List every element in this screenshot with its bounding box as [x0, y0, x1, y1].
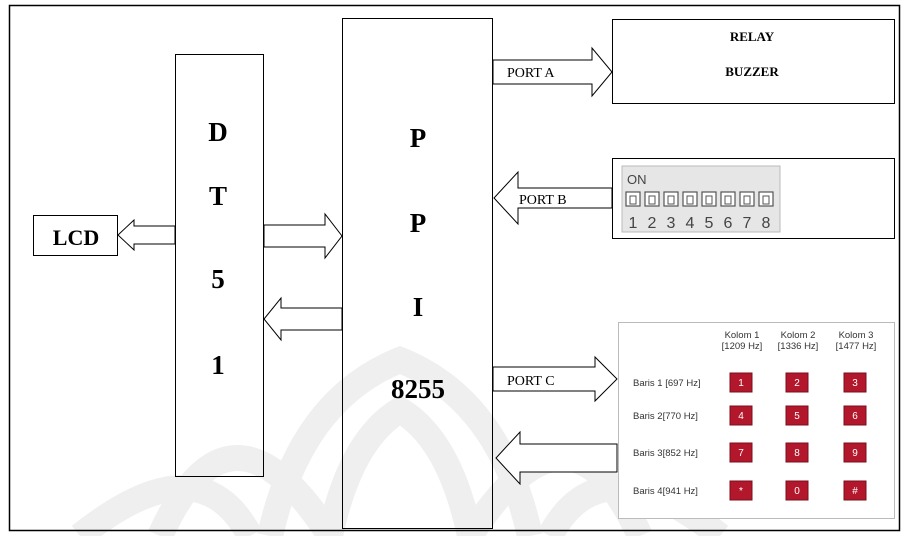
relay-label: RELAY [730, 29, 775, 44]
dip-switch-number: 7 [743, 215, 752, 232]
dip-switch-lever [649, 196, 655, 204]
keypad-key-label: 1 [738, 378, 744, 389]
keypad-key-label: 2 [794, 378, 800, 389]
dip-switch-number: 2 [648, 215, 657, 232]
dip-switch-number: 6 [724, 215, 733, 232]
keypad-key-label: 8 [794, 448, 800, 459]
keypad-key-label: # [852, 486, 858, 497]
keypad-column-freq: [1209 Hz] [722, 341, 763, 352]
ppi-chip-number: 8255 [391, 374, 445, 404]
dt51-letter-5: 5 [211, 264, 225, 294]
keypad-key-label: 0 [794, 486, 800, 497]
dip-switch-number: 4 [686, 215, 695, 232]
dip-switch-lever [630, 196, 636, 204]
keypad-column-name: Kolom 1 [725, 330, 760, 341]
keypad-key-label: 3 [852, 378, 858, 389]
keypad-key-label: 4 [738, 411, 744, 422]
dip-on-label: ON [627, 172, 647, 187]
dip-switch-lever [763, 196, 769, 204]
keypad-row-label: Baris 4[941 Hz] [633, 486, 698, 497]
dip-switch-number: 3 [667, 215, 676, 232]
ppi-letter-i: I [413, 292, 424, 322]
keypad-column-freq: [1477 Hz] [836, 341, 877, 352]
keypad-key-label: 7 [738, 448, 744, 459]
keypad-key-label: 6 [852, 411, 858, 422]
lcd-label: LCD [53, 225, 99, 250]
keypad-column-name: Kolom 3 [839, 330, 874, 341]
arrow-dt51-to-lcd [118, 220, 175, 250]
dip-switch-number: 1 [629, 215, 638, 232]
dt51-letter-1: 1 [211, 350, 225, 380]
dip-switch-lever [668, 196, 674, 204]
ppi-letter-p1: P [410, 123, 427, 153]
keypad-column-name: Kolom 2 [781, 330, 816, 341]
arrow-ppi-to-dt51 [264, 298, 342, 340]
dip-switch-lever [687, 196, 693, 204]
dip-switch-number: 5 [705, 215, 714, 232]
dt51-letter-t: T [209, 181, 227, 211]
dip-switch-number: 8 [762, 215, 771, 232]
dip-switch-lever [744, 196, 750, 204]
port-b-label: PORT B [519, 193, 567, 208]
ppi-letter-p2: P [410, 208, 427, 238]
port-c-label: PORT C [507, 374, 555, 389]
keypad-key-label: 9 [852, 448, 858, 459]
dip-switch-lever [706, 196, 712, 204]
keypad-row-label: Baris 1 [697 Hz] [633, 378, 701, 389]
arrow-dt51-to-ppi [264, 214, 342, 258]
port-a-label: PORT A [507, 66, 555, 81]
keypad-row-label: Baris 2[770 Hz] [633, 411, 698, 422]
keypad-key-label: 5 [794, 411, 800, 422]
keypad-key-label: * [739, 486, 743, 497]
buzzer-label: BUZZER [725, 64, 779, 79]
keypad-row-label: Baris 3[852 Hz] [633, 448, 698, 459]
dip-switch-lever [725, 196, 731, 204]
keypad-column-freq: [1336 Hz] [778, 341, 819, 352]
dt51-letter-d: D [208, 117, 228, 147]
